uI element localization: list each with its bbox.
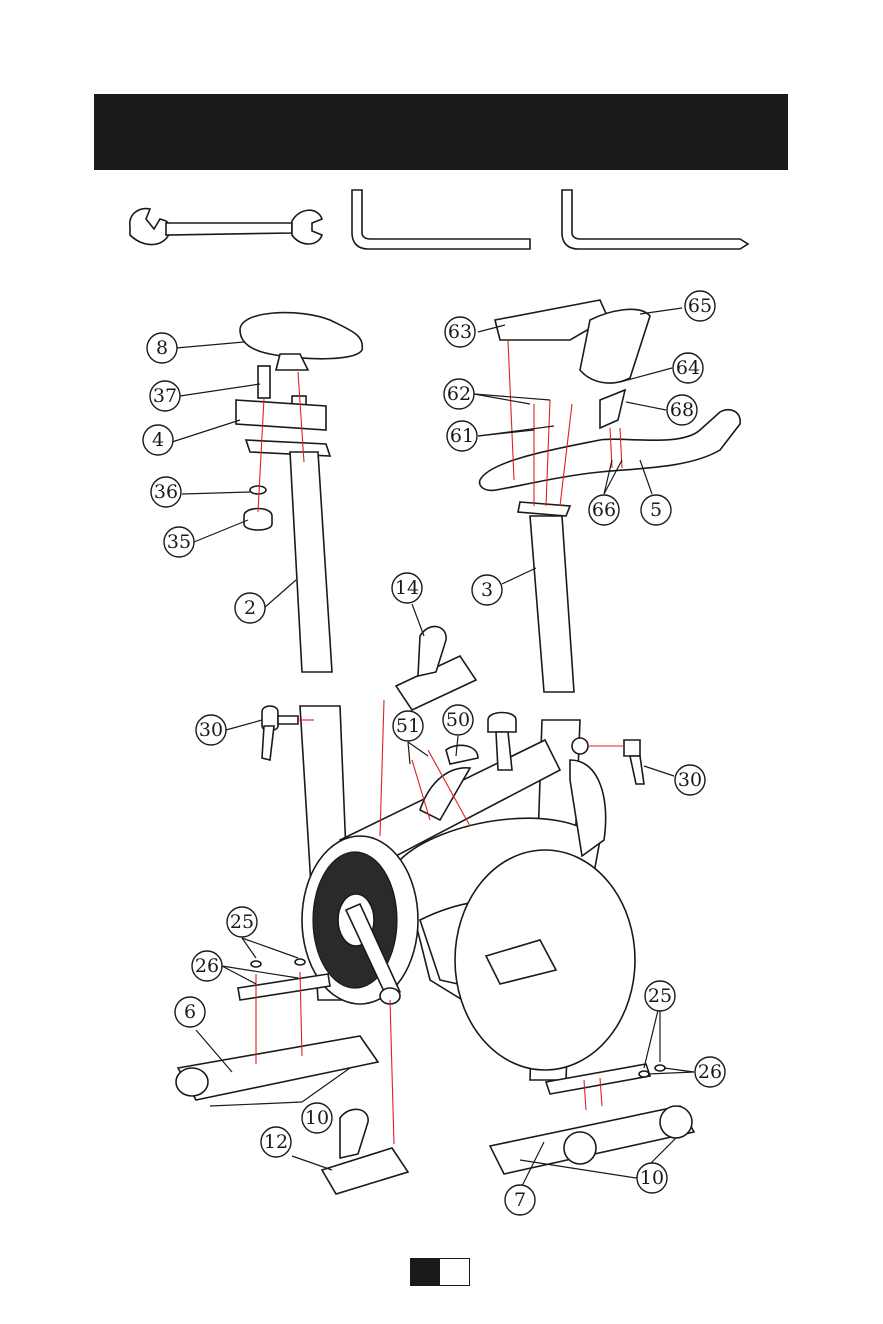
adjustment-knob-left (262, 706, 298, 760)
allen-key-small-icon (562, 190, 748, 249)
callout-7: 7 (505, 1185, 535, 1215)
bottle-cage-clip (446, 745, 478, 764)
washer (250, 486, 266, 494)
svg-text:61: 61 (450, 425, 474, 447)
seat-slider (236, 400, 326, 430)
svg-text:5: 5 (650, 499, 662, 521)
svg-text:66: 66 (592, 499, 616, 521)
svg-text:6: 6 (184, 1001, 196, 1023)
right-pedal (396, 626, 476, 710)
svg-text:14: 14 (395, 577, 419, 599)
seat-post (290, 452, 332, 672)
callout-63: 63 (445, 317, 475, 347)
svg-text:7: 7 (514, 1189, 526, 1211)
open-end-wrench-icon (130, 209, 322, 245)
callout-2: 2 (235, 593, 265, 623)
callout-65: 65 (685, 291, 715, 321)
phone-holder (580, 309, 650, 383)
svg-text:26: 26 (698, 1061, 722, 1083)
svg-text:51: 51 (396, 715, 420, 737)
front-washer-b (295, 959, 305, 965)
svg-text:30: 30 (199, 719, 223, 741)
callout-64: 64 (673, 353, 703, 383)
resistance-knob (488, 713, 516, 771)
callout-26-rear: 26 (695, 1057, 725, 1087)
callout-61: 61 (447, 421, 477, 451)
page-indicator-empty (440, 1259, 469, 1285)
callout-30-left: 30 (196, 715, 226, 745)
handlebar-mount-plate (518, 502, 570, 516)
svg-text:10: 10 (640, 1167, 664, 1189)
callout-4: 4 (143, 425, 173, 455)
callout-25-front: 25 (227, 907, 257, 937)
saddle (240, 313, 362, 370)
handlebar-post (530, 516, 574, 692)
svg-text:25: 25 (648, 985, 672, 1007)
rear-washer-a (639, 1071, 649, 1077)
svg-text:62: 62 (447, 383, 471, 405)
callout-26-front: 26 (192, 951, 222, 981)
svg-text:35: 35 (167, 531, 191, 553)
callout-66: 66 (589, 495, 619, 525)
front-washer-a (251, 961, 261, 967)
svg-text:37: 37 (153, 385, 177, 407)
left-pedal (322, 1109, 408, 1194)
callout-51: 51 (393, 711, 423, 741)
header-bar (94, 94, 788, 170)
callout-8: 8 (147, 333, 177, 363)
svg-text:8: 8 (156, 337, 168, 359)
page-indicator-filled (411, 1259, 440, 1285)
svg-text:50: 50 (446, 709, 470, 731)
callout-3: 3 (472, 575, 502, 605)
callout-10-rear: 10 (637, 1163, 667, 1193)
svg-text:25: 25 (230, 911, 254, 933)
page-indicator (410, 1258, 470, 1286)
svg-text:12: 12 (264, 1131, 288, 1153)
rear-stabilizer (490, 1064, 694, 1174)
callout-62: 62 (444, 379, 474, 409)
callout-6: 6 (175, 997, 205, 1027)
callout-50: 50 (443, 705, 473, 735)
svg-text:30: 30 (678, 769, 702, 791)
rear-washer-b (655, 1065, 665, 1071)
callout-10-front: 10 (302, 1103, 332, 1133)
seat-bolt (258, 366, 270, 398)
svg-text:2: 2 (244, 597, 256, 619)
svg-text:63: 63 (448, 321, 472, 343)
svg-text:3: 3 (481, 579, 493, 601)
callout-30-right: 30 (675, 765, 705, 795)
svg-text:4: 4 (152, 429, 164, 451)
svg-text:68: 68 (670, 399, 694, 421)
bike-exploded-diagram: 8 37 4 36 35 2 63 65 62 64 61 68 66 5 3 … (0, 280, 883, 1240)
holder-bracket (600, 390, 625, 428)
callout-5: 5 (641, 495, 671, 525)
svg-text:10: 10 (305, 1107, 329, 1129)
svg-text:36: 36 (154, 481, 178, 503)
svg-text:64: 64 (676, 357, 700, 379)
tools-row (0, 185, 883, 265)
svg-text:26: 26 (195, 955, 219, 977)
callout-12: 12 (261, 1127, 291, 1157)
callout-35: 35 (164, 527, 194, 557)
callout-25-rear: 25 (645, 981, 675, 1011)
allen-key-large-icon (352, 190, 530, 249)
callout-14: 14 (392, 573, 422, 603)
callout-37: 37 (150, 381, 180, 411)
callout-68: 68 (667, 395, 697, 425)
callout-36: 36 (151, 477, 181, 507)
svg-text:65: 65 (688, 295, 712, 317)
